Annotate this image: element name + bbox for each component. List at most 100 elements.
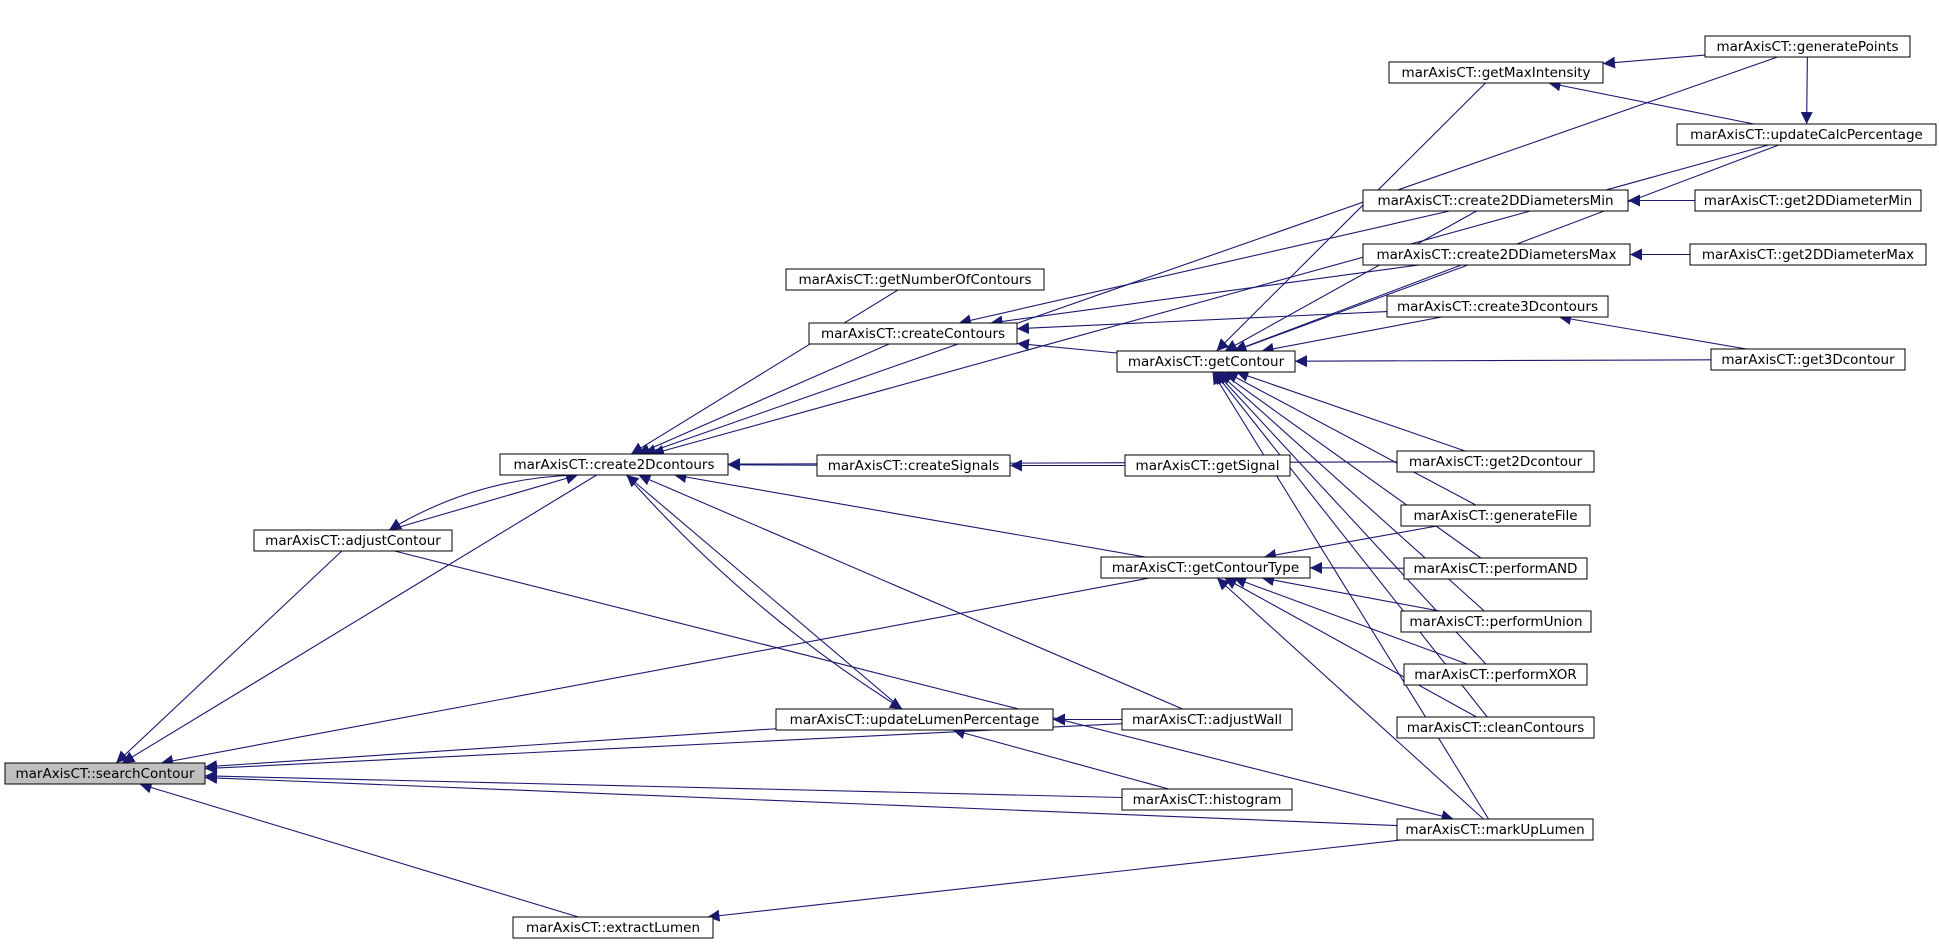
node-getNumberOfContours[interactable]: marAxisCT::getNumberOfContours <box>785 268 1045 291</box>
node-label: marAxisCT::markUpLumen <box>1405 822 1584 838</box>
node-label: marAxisCT::getContourType <box>1112 560 1299 576</box>
node-box <box>1116 350 1296 373</box>
node-getSignal[interactable]: marAxisCT::getSignal <box>1124 454 1291 477</box>
edges-layer <box>115 54 1813 922</box>
edge-line <box>990 264 1420 328</box>
node-createContours[interactable]: marAxisCT::createContours <box>808 322 1018 345</box>
node-extractLumen[interactable]: marAxisCT::extractLumen <box>512 916 714 939</box>
node-label: marAxisCT::generatePoints <box>1717 39 1899 55</box>
edge-line <box>1263 525 1438 561</box>
edge-adjustWall-to-searchContour <box>204 723 1123 775</box>
node-label: marAxisCT::getNumberOfContours <box>799 272 1032 288</box>
node-histogram[interactable]: marAxisCT::histogram <box>1121 788 1293 811</box>
node-label: marAxisCT::createSignals <box>828 458 1000 474</box>
edge-line <box>637 343 890 455</box>
edge-line <box>1225 371 1477 506</box>
node-get3Dcontour[interactable]: marAxisCT::get3Dcontour <box>1710 348 1906 371</box>
node-create3Dcontours[interactable]: marAxisCT::create3Dcontours <box>1386 295 1609 318</box>
node-generateFile[interactable]: marAxisCT::generateFile <box>1400 504 1591 527</box>
node-get2Dcontour[interactable]: marAxisCT::get2Dcontour <box>1396 450 1595 473</box>
node-cleanContours[interactable]: marAxisCT::cleanContours <box>1396 716 1595 739</box>
node-getContour[interactable]: marAxisCT::getContour <box>1116 350 1296 373</box>
edge-histogram-to-updateLumenPercentage <box>952 727 1169 790</box>
node-adjustContour[interactable]: marAxisCT::adjustContour <box>253 529 453 552</box>
node-create2Dcontours[interactable]: marAxisCT::create2Dcontours <box>499 453 729 476</box>
node-updateCalcPercentage[interactable]: marAxisCT::updateCalcPercentage <box>1676 123 1937 146</box>
node-box <box>253 529 453 552</box>
node-create2DDiametersMax[interactable]: marAxisCT::create2DDiametersMax <box>1362 243 1631 266</box>
edge-generatePoints-to-updateCalcPercentage <box>1800 56 1813 125</box>
node-box <box>1400 504 1591 527</box>
edge-line <box>1548 79 1755 125</box>
edge-create2Dcontours-to-searchContour <box>122 474 597 764</box>
edge-createContours-to-create2Dcontours <box>637 343 890 455</box>
node-box <box>816 454 1011 477</box>
edge-generateFile-to-getContourType <box>1263 525 1438 561</box>
node-box <box>1396 716 1595 739</box>
node-box <box>1400 610 1592 633</box>
edge-get2Dcontour-to-getContour <box>1236 370 1466 452</box>
edge-line <box>643 56 1778 456</box>
node-label: marAxisCT::performUnion <box>1409 614 1582 630</box>
edge-line <box>626 474 903 710</box>
node-getMaxIntensity[interactable]: marAxisCT::getMaxIntensity <box>1388 61 1604 84</box>
node-box <box>1689 243 1927 266</box>
edge-line <box>122 474 597 764</box>
node-label: marAxisCT::create2DDiametersMax <box>1376 247 1616 263</box>
node-label: marAxisCT::create2DDiametersMin <box>1377 193 1613 209</box>
node-label: marAxisCT::adjustWall <box>1132 712 1282 728</box>
node-updateLumenPercentage[interactable]: marAxisCT::updateLumenPercentage <box>775 708 1054 731</box>
edge-line <box>1800 56 1813 125</box>
edge-line <box>1212 371 1489 820</box>
node-createSignals[interactable]: marAxisCT::createSignals <box>816 454 1011 477</box>
edge-performXOR-to-getContourType <box>1233 576 1468 665</box>
node-box <box>775 708 1054 731</box>
edge-adjustWall-to-create2Dcontours <box>638 474 1183 710</box>
edge-line <box>674 471 1146 558</box>
node-generatePoints[interactable]: marAxisCT::generatePoints <box>1704 35 1911 58</box>
edge-markUpLumen-to-searchContour <box>204 772 1398 827</box>
node-get2DDiameterMax[interactable]: marAxisCT::get2DDiameterMax <box>1689 243 1927 266</box>
edge-getContour-to-createContours <box>1016 338 1118 354</box>
node-performUnion[interactable]: marAxisCT::performUnion <box>1400 610 1592 633</box>
node-box <box>512 916 714 939</box>
node-label: marAxisCT::get2DDiameterMin <box>1704 193 1912 209</box>
edge-adjustContour-to-create2Dcontours <box>388 472 579 531</box>
node-box <box>1396 818 1594 841</box>
edge-line <box>1216 82 1486 352</box>
edge-line <box>707 839 1401 922</box>
node-performAND[interactable]: marAxisCT::performAND <box>1403 557 1588 580</box>
edge-updateLumenPercentage-to-create2Dcontours <box>626 474 903 710</box>
edge-get3Dcontour-to-getContour <box>1294 355 1712 368</box>
edge-line <box>630 289 899 455</box>
edge-line <box>1016 311 1388 335</box>
node-getContourType[interactable]: marAxisCT::getContourType <box>1100 556 1311 579</box>
node-label: marAxisCT::create3Dcontours <box>1397 299 1598 315</box>
edge-create3Dcontours-to-getContour <box>1261 316 1442 355</box>
edge-line <box>139 781 579 918</box>
node-box <box>1396 450 1595 473</box>
node-label: marAxisCT::get3Dcontour <box>1721 352 1895 368</box>
edge-line <box>952 727 1169 790</box>
node-box <box>1388 61 1604 84</box>
node-adjustWall[interactable]: marAxisCT::adjustWall <box>1121 708 1293 731</box>
edge-adjustContour-to-markUpLumen <box>394 550 1454 822</box>
edge-line <box>958 210 1450 327</box>
edge-create2Dcontours-to-adjustContour <box>388 474 578 531</box>
edge-cleanContours-to-getContour <box>1213 371 1488 718</box>
node-label: marAxisCT::updateCalcPercentage <box>1690 127 1923 143</box>
edge-line <box>1558 313 1747 350</box>
node-box <box>4 762 206 785</box>
edge-line <box>388 472 579 531</box>
edge-generatePoints-to-create2Dcontours <box>643 56 1778 456</box>
node-box <box>1121 788 1293 811</box>
edge-line <box>1294 355 1712 368</box>
node-get2DDiameterMin[interactable]: marAxisCT::get2DDiameterMin <box>1694 189 1922 212</box>
node-markUpLumen[interactable]: marAxisCT::markUpLumen <box>1396 818 1594 841</box>
node-searchContour[interactable]: marAxisCT::searchContour <box>4 762 206 785</box>
edge-line <box>625 474 903 710</box>
node-create2DDiametersMin[interactable]: marAxisCT::create2DDiametersMin <box>1362 189 1629 212</box>
node-performXOR[interactable]: marAxisCT::performXOR <box>1403 663 1588 686</box>
edge-line <box>1213 371 1488 718</box>
edge-create2DDiametersMin-to-getContour <box>1224 210 1477 352</box>
